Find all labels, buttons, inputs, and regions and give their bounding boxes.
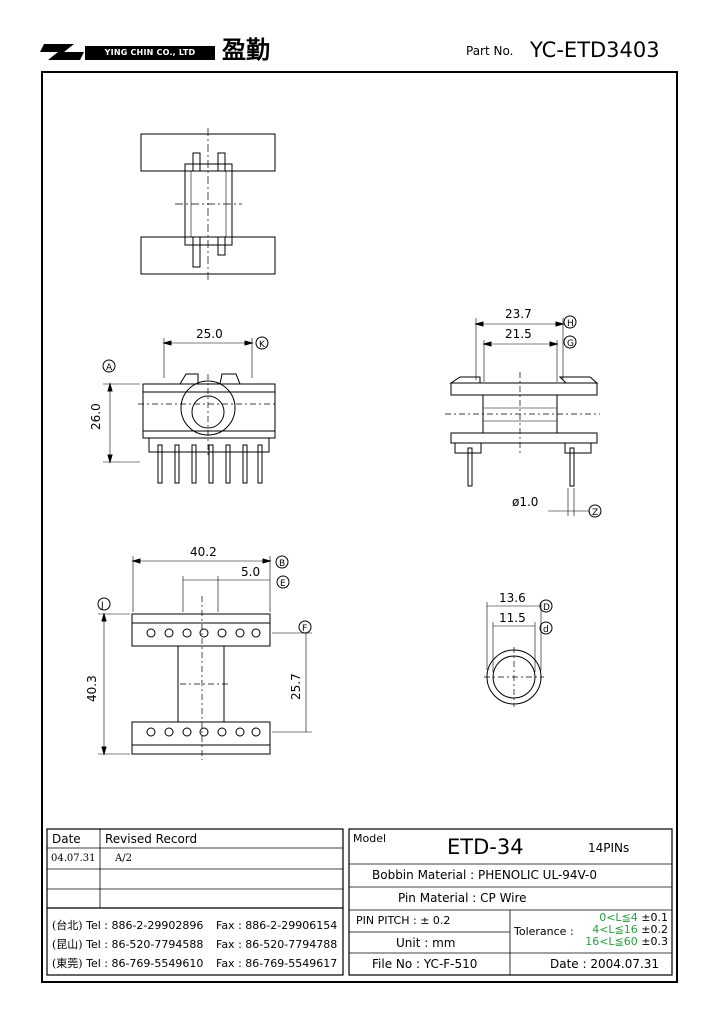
tolerance-range: 16<L≦60: [585, 935, 638, 948]
file-number: File No : YC-F-510: [372, 957, 478, 971]
end-view: [445, 315, 602, 518]
contact-fax: Fax : 886-2-29906154: [216, 919, 338, 932]
tag-a: A: [106, 363, 113, 373]
contact-city: (台北): [52, 919, 83, 932]
contact-row: (昆山) Tel : 86-520-7794588: [52, 938, 203, 952]
dim-bottom-pitch: 5.0: [241, 565, 260, 579]
pin-pitch: PIN PITCH : ± 0.2: [356, 914, 451, 927]
contact-tel: Tel : 886-2-29902896: [86, 919, 204, 932]
dim-end-inner: 21.5: [505, 327, 532, 341]
model-label: Model: [353, 832, 387, 845]
contact-row: (東莞) Tel : 86-769-5549610: [52, 957, 203, 971]
tube-section-view: [484, 599, 553, 707]
tag-k: K: [259, 340, 266, 350]
revision-row-date: 04.07.31: [51, 853, 96, 864]
company-logo: [40, 40, 88, 68]
tolerance-range: 0<L≦4: [599, 911, 638, 924]
revision-record-header: Revised Record: [105, 832, 198, 846]
dim-bottom-width: 40.2: [190, 545, 217, 559]
tolerance-row: 4<L≦16 ±0.2: [576, 924, 668, 936]
part-number-label: Part No.: [466, 44, 514, 58]
top-view: [140, 128, 276, 280]
logo-mark-icon: [40, 44, 84, 60]
dim-tube-inner: 11.5: [499, 611, 526, 625]
contact-city: (東莞): [52, 957, 83, 970]
company-name-en: YING CHIN CO., LTD: [85, 46, 215, 60]
drawing-frame: [41, 71, 678, 983]
dim-side-height: 26.0: [89, 403, 103, 430]
contact-fax: Fax : 86-520-7794788: [216, 938, 338, 951]
revision-row-record: A/2: [115, 853, 132, 864]
tag-d2: d: [543, 625, 549, 635]
dim-bottom-span: 25.7: [289, 673, 303, 700]
tolerance-value: ±0.1: [641, 911, 668, 924]
tag-g: G: [567, 339, 574, 349]
tag-z: Z: [592, 508, 598, 518]
part-number: YC-ETD3403: [530, 38, 660, 62]
side-view: [102, 336, 278, 484]
contact-tel: Tel : 86-769-5549610: [86, 957, 204, 970]
tolerance-value: ±0.2: [641, 923, 668, 936]
tolerance-row: 16<L≦60 ±0.3: [566, 936, 668, 948]
tolerance-value: ±0.3: [641, 935, 668, 948]
tag-j: J: [100, 601, 104, 611]
bottom-view-pins: [146, 628, 261, 737]
drawing-date: Date : 2004.07.31: [550, 957, 660, 971]
tag-e: E: [280, 579, 286, 589]
pin-count: 14PINs: [588, 841, 630, 855]
dim-side-width: 25.0: [196, 327, 223, 341]
tag-b: B: [279, 559, 285, 569]
bottom-view: [97, 555, 312, 760]
tag-h: H: [567, 319, 574, 329]
tolerance-range: 4<L≦16: [592, 923, 638, 936]
dim-pin-dia: ø1.0: [512, 495, 538, 509]
technical-drawing: 25.0 K A 26.0 23.7 21.5 H G ø1.0 Z 40.2 …: [85, 128, 602, 760]
model-value: ETD-34: [447, 835, 524, 859]
contact-tel: Tel : 86-520-7794588: [86, 938, 204, 951]
revision-date-header: Date: [52, 832, 81, 846]
unit: Unit : mm: [396, 936, 456, 950]
pin-material: Pin Material : CP Wire: [398, 891, 527, 905]
tag-d: D: [543, 603, 550, 613]
dim-bottom-height: 40.3: [85, 675, 99, 702]
dim-tube-outer: 13.6: [499, 591, 526, 605]
contact-row: (台北) Tel : 886-2-29902896: [52, 919, 203, 933]
company-name-cn: 盈勤: [222, 35, 270, 64]
contact-fax: Fax : 86-769-5549617: [216, 957, 338, 970]
dim-end-outer: 23.7: [505, 307, 532, 321]
tolerance-label: Tolerance :: [514, 925, 574, 938]
side-view-pins: [157, 444, 263, 484]
tag-f: F: [302, 624, 307, 634]
bobbin-material: Bobbin Material : PHENOLIC UL-94V-0: [372, 868, 597, 882]
tolerance-row: 0<L≦4 ±0.1: [586, 912, 668, 924]
contact-city: (昆山): [52, 938, 83, 951]
